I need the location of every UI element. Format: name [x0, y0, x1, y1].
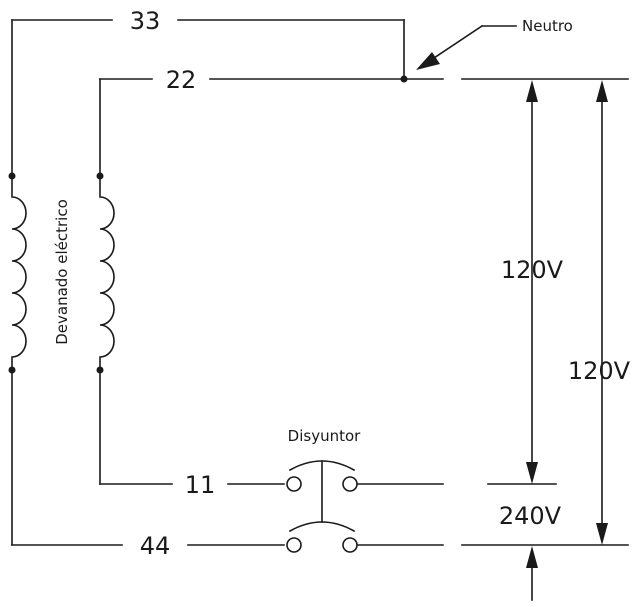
- breaker-terminal-l1-left: [286, 476, 302, 492]
- neutral-junction-dot: [400, 75, 408, 83]
- breaker-label: Disyuntor: [288, 427, 361, 445]
- voltage-label-240v: 240V: [499, 502, 562, 530]
- breaker-terminal-l1-right: [342, 476, 358, 492]
- outer-circuit: [11, 19, 405, 546]
- neutral-callout-arrowhead: [416, 52, 440, 70]
- voltage-label-120v-inner: 120V: [501, 256, 564, 284]
- dimension-120v-inner-arrow-down: [526, 462, 538, 484]
- wire-label-11: 11: [185, 471, 216, 499]
- breaker-contact-lower: [288, 521, 356, 533]
- service-lines: [357, 78, 629, 546]
- winding-label: Devanado eléctrico: [53, 199, 71, 345]
- dimension-240v-arrow-up: [526, 546, 538, 568]
- breaker: [286, 460, 358, 553]
- dimension-120v-outer: [596, 80, 608, 545]
- dimension-120v-inner-arrow-up: [526, 80, 538, 102]
- neutral-callout-diagonal: [426, 24, 484, 64]
- inner-circuit: [99, 78, 444, 485]
- left-coil: [11, 176, 27, 370]
- dimension-120v-inner: [526, 80, 538, 484]
- neutral-callout: [416, 24, 517, 70]
- neutral-label: Neutro: [522, 17, 573, 35]
- dimension-120v-outer-arrow-up: [596, 80, 608, 102]
- wire-label-33: 33: [130, 7, 161, 35]
- wire-label-22: 22: [166, 66, 197, 94]
- dimension-120v-outer-arrow-down: [596, 523, 608, 545]
- voltage-label-120v-outer: 120V: [568, 357, 631, 385]
- right-coil: [99, 176, 115, 370]
- wire-label-44: 44: [140, 532, 171, 560]
- breaker-terminal-l2-right: [342, 537, 358, 553]
- dimension-240v: [526, 546, 538, 601]
- breaker-terminal-l2-left: [286, 537, 302, 553]
